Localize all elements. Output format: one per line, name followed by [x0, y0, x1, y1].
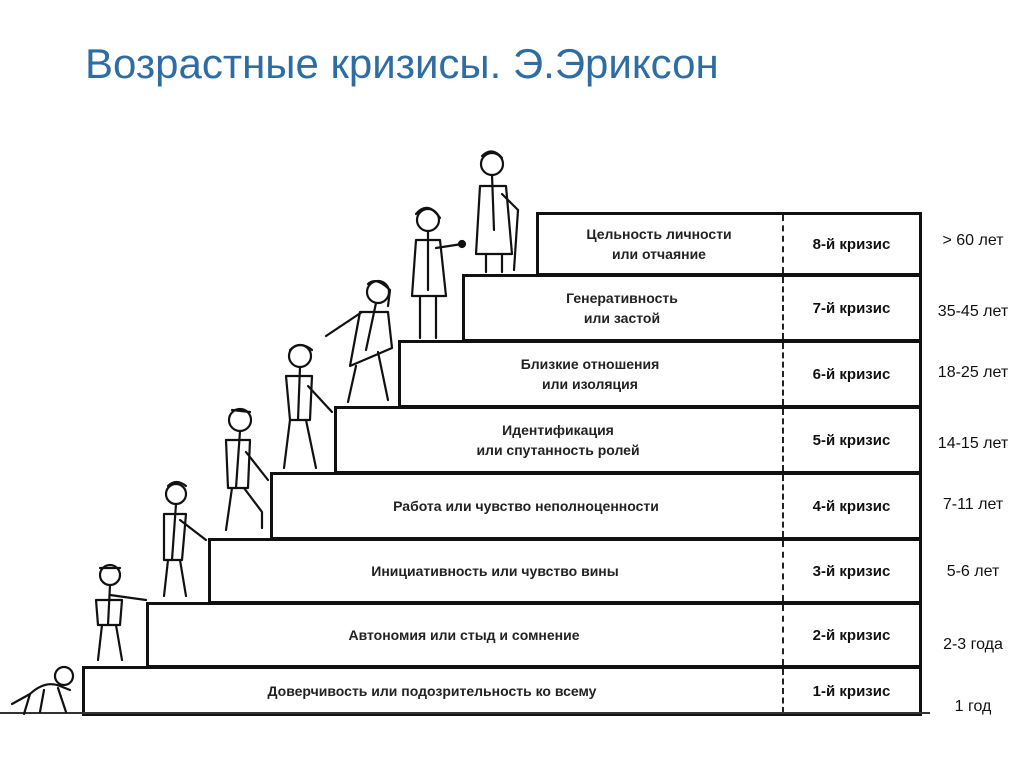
ground-line	[0, 712, 930, 714]
step-5: Идентификация или спутанность ролей 5-й …	[334, 406, 922, 474]
adult-figure	[410, 206, 467, 340]
step-1-name: Доверчивость или подозрительность ко все…	[267, 682, 597, 699]
step-3-name: Инициативность или чувство вины	[371, 562, 619, 579]
step-3-crisis: 3-й кризис	[812, 562, 891, 580]
step-6-name: Близкие отношения или изоляция	[520, 355, 660, 392]
schoolchild-figure	[224, 407, 270, 532]
step-7-age: 35-45 лет	[937, 303, 1009, 320]
infant-figure	[10, 665, 75, 716]
child-figure	[162, 480, 208, 598]
step-1-age: 1 год	[954, 698, 992, 715]
toddler-figure	[94, 563, 148, 662]
step-3: Инициативность или чувство вины 3-й криз…	[208, 538, 922, 604]
step-5-crisis: 5-й кризис	[812, 431, 891, 449]
step-divider	[782, 605, 784, 665]
elderly-figure	[474, 150, 520, 274]
step-4-age: 7-11 лет	[942, 496, 1004, 513]
step-8-age: > 60 лет	[942, 232, 1004, 249]
step-divider	[782, 475, 784, 537]
step-7-crisis: 7-й кризис	[812, 299, 891, 317]
step-divider	[782, 343, 784, 405]
step-divider	[782, 669, 784, 713]
step-5-age: 14-15 лет	[937, 435, 1009, 452]
step-divider	[782, 277, 784, 339]
step-4-name: Работа или чувство неполноценности	[393, 497, 659, 514]
step-8: Цельность личности или отчаяние 8-й криз…	[536, 212, 922, 276]
step-divider	[782, 541, 784, 601]
step-2-crisis: 2-й кризис	[812, 626, 891, 644]
step-8-name: Цельность личности или отчаяние	[586, 225, 732, 262]
step-6-crisis: 6-й кризис	[812, 365, 891, 383]
step-1-crisis: 1-й кризис	[812, 682, 891, 700]
step-2: Автономия или стыд и сомнение 2-й кризис	[146, 602, 922, 668]
page-title: Возрастные кризисы. Э.Эриксон	[85, 40, 719, 87]
step-divider	[782, 215, 784, 273]
step-2-age: 2-3 года	[943, 636, 1003, 653]
step-3-age: 5-6 лет	[946, 563, 1000, 580]
adolescent-figure	[282, 343, 334, 470]
step-8-crisis: 8-й кризис	[812, 235, 891, 253]
step-2-name: Автономия или стыд и сомнение	[348, 626, 580, 643]
step-divider	[782, 409, 784, 471]
young-adult-figure	[324, 279, 394, 404]
step-4-crisis: 4-й кризис	[812, 497, 891, 515]
step-6: Близкие отношения или изоляция 6-й кризи…	[398, 340, 922, 408]
step-6-age: 18-25 лет	[937, 364, 1009, 381]
step-7-name: Генеративность или застой	[566, 289, 678, 326]
step-5-name: Идентификация или спутанность ролей	[476, 421, 640, 458]
